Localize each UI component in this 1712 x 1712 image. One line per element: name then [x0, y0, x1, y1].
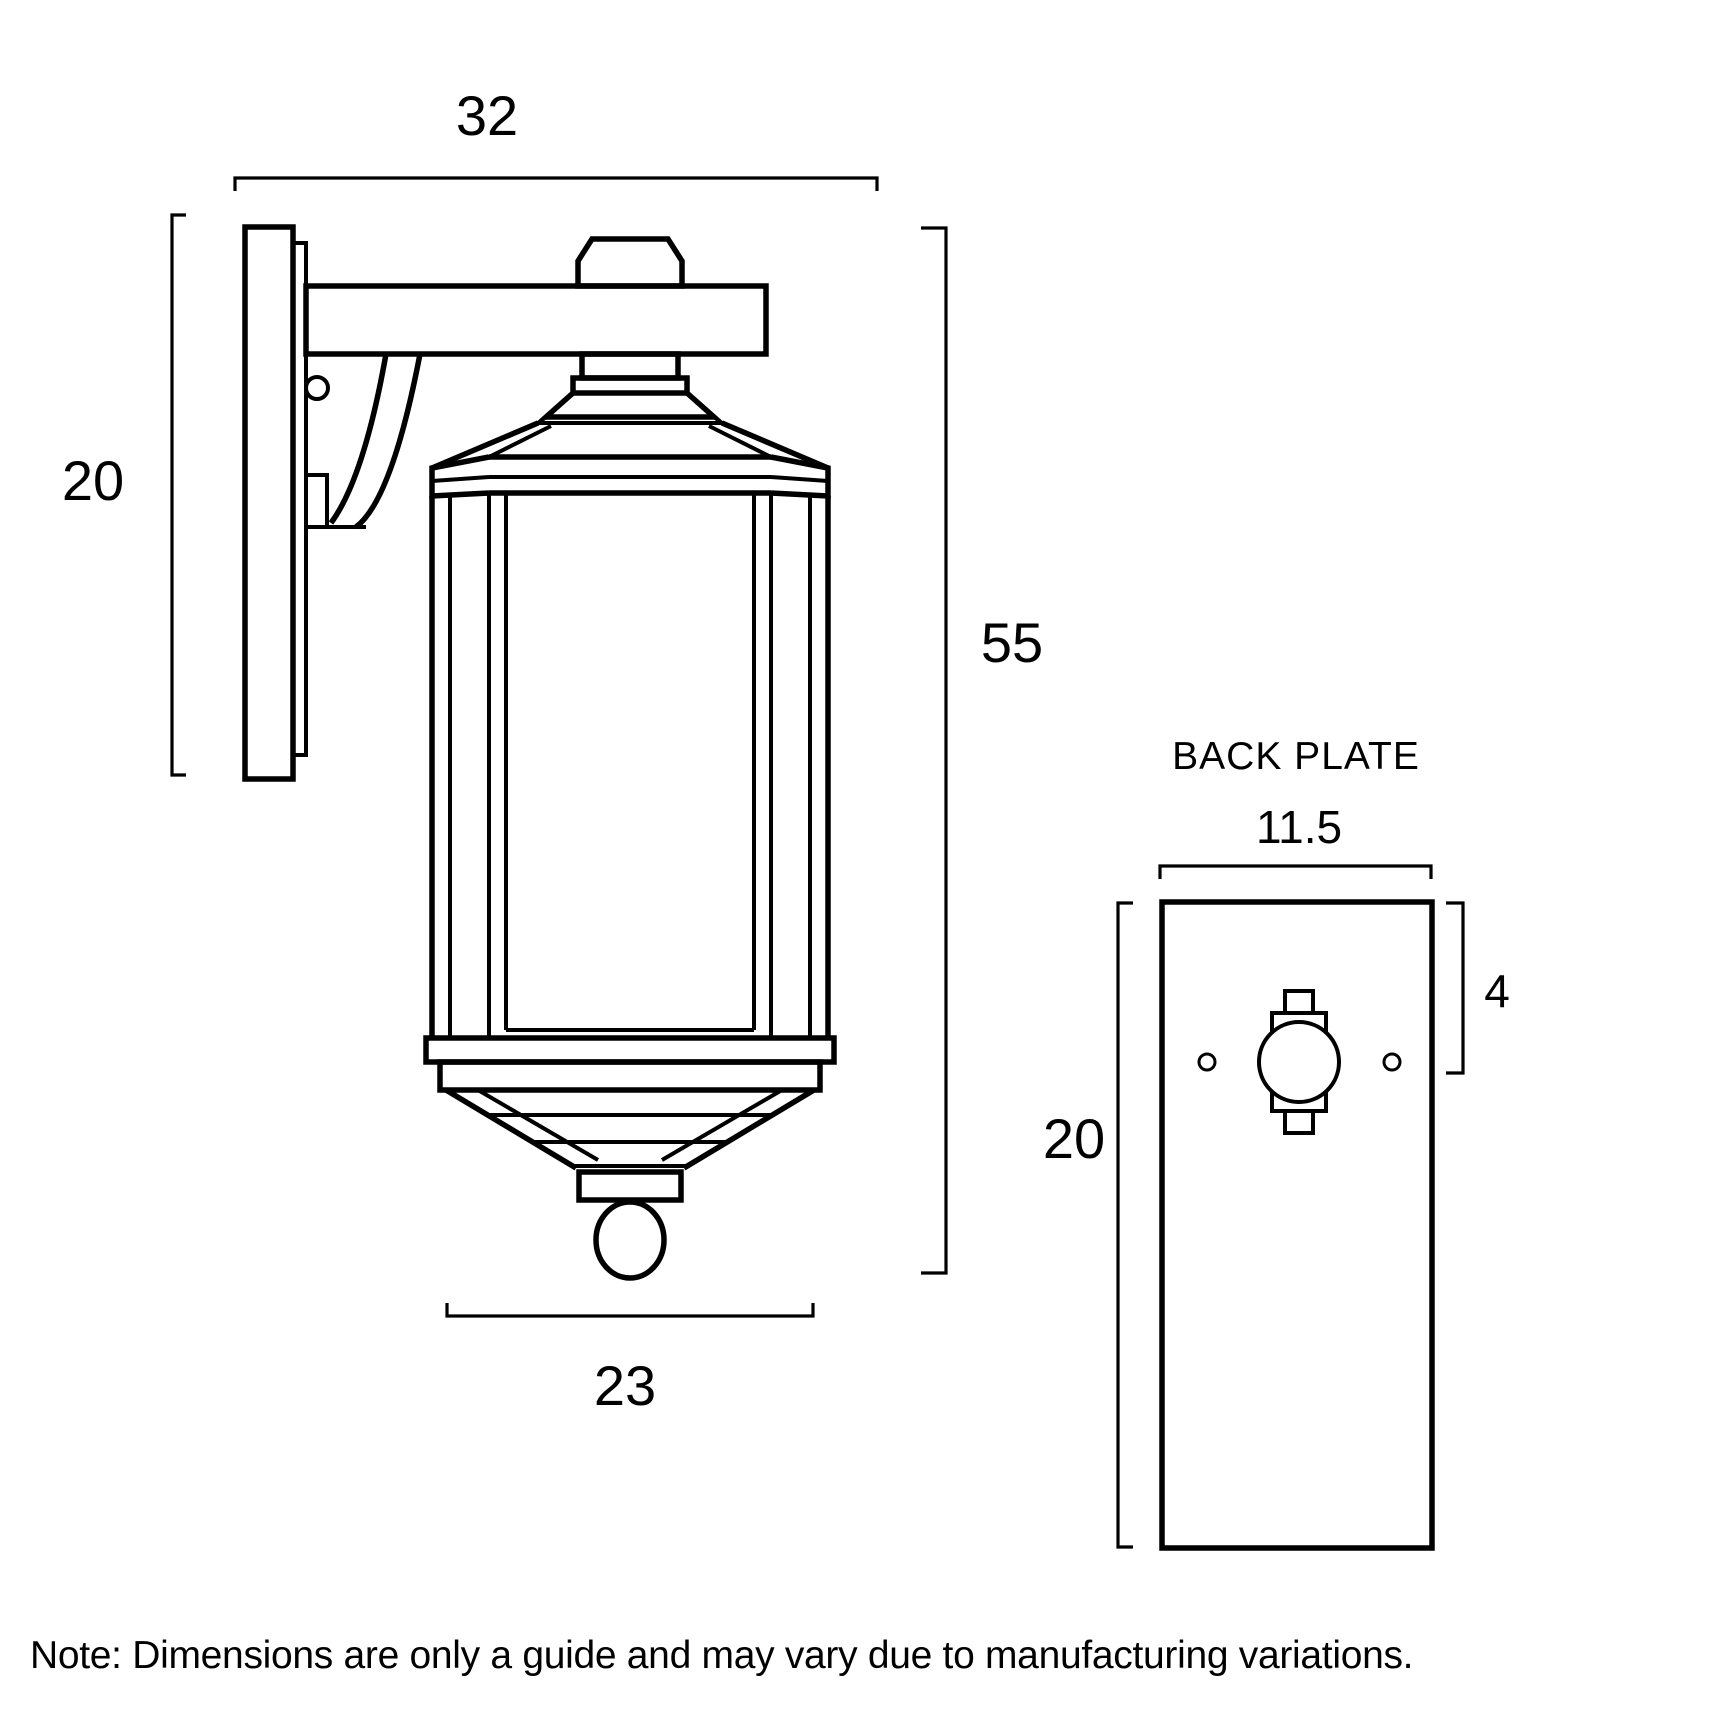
base-hip-right-outer — [682, 1087, 816, 1171]
bracket-scroll-inner — [354, 353, 423, 530]
bracket-foot — [304, 473, 329, 529]
cornice-left-facet-line — [431, 475, 490, 483]
base-band-upper — [423, 1035, 837, 1065]
dim-label-backplate-height: 20 — [62, 449, 124, 512]
lantern-top — [570, 236, 690, 396]
lantern-roof — [429, 390, 831, 499]
roof-upper-tier — [538, 390, 722, 420]
dim-line-bp-height — [1116, 901, 1133, 1549]
dim-label-bp-hole-offset: 4 — [1484, 965, 1510, 1017]
dimension-base-width: 23 — [445, 1303, 815, 1417]
fixture-top-tab — [1283, 989, 1315, 1015]
dimension-overall-height: 55 — [921, 226, 1043, 1275]
dim-line-overall-height — [921, 226, 948, 1275]
dim-line-base-width — [445, 1303, 815, 1318]
roof-hip-left — [430, 420, 540, 471]
dim-line-bp-width — [1158, 864, 1433, 879]
finial-holder — [576, 1169, 684, 1203]
cornice-right-corner — [770, 454, 831, 499]
dimension-backplate-height: 20 — [62, 213, 186, 777]
dim-line-backplate-height — [170, 213, 186, 777]
dim-line-top-width — [233, 176, 879, 191]
finial-ball — [593, 1199, 667, 1281]
roof-upper-band — [532, 415, 728, 425]
wall-mount-bracket — [242, 224, 769, 782]
back-plate-outline — [1159, 899, 1435, 1551]
base-hip-left-outer — [444, 1087, 578, 1171]
fixture-bottom-tab — [1283, 1109, 1315, 1135]
roof-facet-left — [488, 424, 552, 459]
dim-label-bp-width: 11.5 — [1256, 801, 1342, 853]
fixture-center-boss — [1257, 1020, 1341, 1104]
lantern-collar — [570, 375, 690, 396]
base-hip-right-inner — [660, 1088, 784, 1162]
base-band-lower — [437, 1059, 823, 1093]
cornice-right-facet-line — [770, 475, 829, 483]
screw-hole-right-icon — [1382, 1052, 1402, 1072]
dim-label-bp-height: 20 — [1043, 1107, 1105, 1170]
cornice-left-corner — [429, 454, 490, 499]
back-plate-fixture — [1197, 989, 1402, 1135]
lantern-neck — [579, 351, 681, 381]
base-hip-left-inner — [476, 1088, 600, 1162]
footer-note: Note: Dimensions are only a guide and ma… — [30, 1634, 1413, 1677]
finial-cap — [575, 236, 685, 289]
bracket-arm — [303, 283, 769, 357]
dimension-top-width: 32 — [233, 84, 879, 191]
back-plate-view: BACK PLATE 11.5 20 4 — [1043, 735, 1510, 1551]
dim-label-overall-height: 55 — [981, 611, 1043, 674]
lantern-body — [429, 493, 831, 1038]
back-plate-title: BACK PLATE — [1172, 735, 1420, 778]
roof-facet-right — [708, 424, 772, 459]
roof-hip-right — [720, 420, 830, 471]
screw-hole-left-icon — [1197, 1052, 1217, 1072]
dim-label-top-width: 32 — [456, 84, 518, 147]
dim-line-bp-hole-offset — [1446, 901, 1465, 1075]
lantern-base — [423, 1035, 837, 1281]
bracket-screw-icon — [304, 375, 330, 401]
dim-label-base-width: 23 — [594, 1354, 656, 1417]
bracket-scroll-outer — [328, 353, 389, 525]
wall-plate-side — [242, 224, 296, 782]
